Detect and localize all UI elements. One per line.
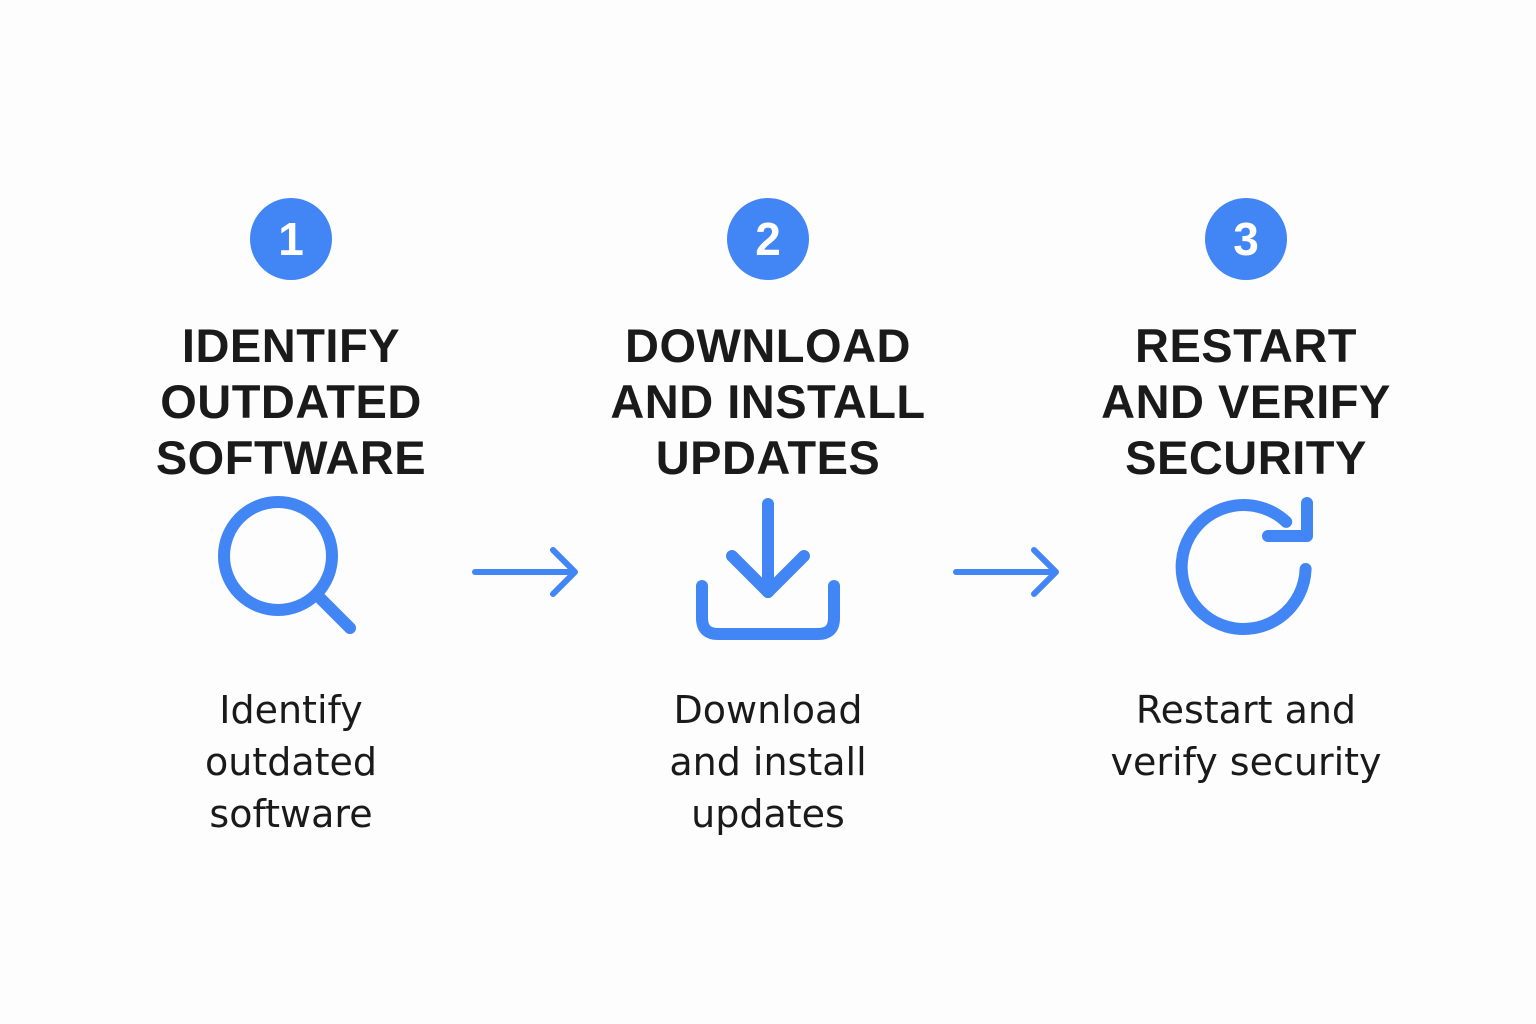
- step-title-line: OUTDATED: [160, 375, 422, 428]
- step-description: Identify outdated software: [205, 684, 377, 840]
- step-title: RESTART AND VERIFY SECURITY: [1101, 318, 1391, 488]
- search-icon: [216, 494, 366, 644]
- step-description-line: Restart and: [1135, 688, 1357, 732]
- step-description-line: Download: [673, 688, 863, 732]
- step-number-badge: 1: [250, 198, 332, 280]
- step-title-line: RESTART: [1135, 319, 1357, 372]
- download-icon: [693, 494, 843, 644]
- step-description-line: and install: [669, 740, 867, 784]
- step-title-line: SECURITY: [1125, 431, 1367, 484]
- step-description: Download and install updates: [669, 684, 866, 840]
- step-restart: 3 RESTART AND VERIFY SECURITY Restart an…: [1076, 198, 1416, 788]
- step-description: Restart and verify security: [1110, 684, 1381, 788]
- step-description-line: updates: [691, 792, 845, 836]
- step-number-badge: 3: [1205, 198, 1287, 280]
- step-title-line: AND INSTALL: [610, 375, 926, 428]
- arrow-right-icon: [471, 545, 581, 599]
- step-description-line: software: [209, 792, 373, 836]
- step-number-badge: 2: [727, 198, 809, 280]
- step-title-line: UPDATES: [655, 431, 881, 484]
- arrow-right-icon: [952, 545, 1062, 599]
- step-description-line: Identify: [219, 688, 363, 732]
- step-title-line: AND VERIFY: [1101, 375, 1391, 428]
- step-title-line: DOWNLOAD: [625, 319, 911, 372]
- step-description-line: outdated: [204, 740, 378, 784]
- step-title-line: IDENTIFY: [181, 319, 401, 372]
- step-title: DOWNLOAD AND INSTALL UPDATES: [610, 318, 925, 488]
- step-description-line: verify security: [1110, 740, 1382, 784]
- step-title: IDENTIFY OUTDATED SOFTWARE: [156, 318, 426, 488]
- refresh-icon: [1171, 494, 1321, 644]
- step-title-line: SOFTWARE: [155, 431, 427, 484]
- step-identify: 1 IDENTIFY OUTDATED SOFTWARE Identify ou…: [121, 198, 461, 840]
- step-download: 2 DOWNLOAD AND INSTALL UPDATES Download …: [598, 198, 938, 840]
